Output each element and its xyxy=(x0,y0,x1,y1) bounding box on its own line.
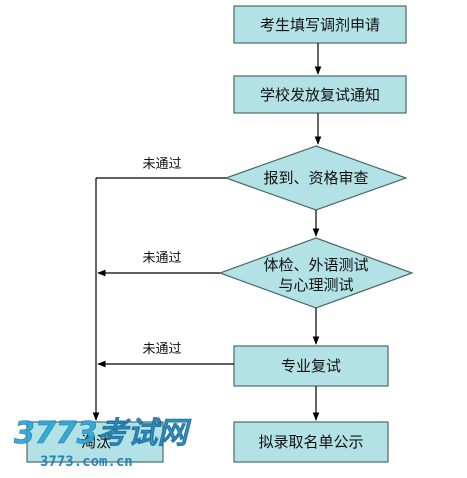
node-notice-label: 学校发放复试通知 xyxy=(260,86,380,104)
node-notice xyxy=(233,75,407,114)
node-exam-label-2: 与心理测试 xyxy=(278,276,353,294)
fail-label-3: 未通过 xyxy=(142,342,181,357)
node-apply-label: 考生填写调剂申请 xyxy=(260,16,380,34)
watermark-logo: 3773考试网 3773.com.cn xyxy=(14,416,192,470)
node-retest-label: 专业复试 xyxy=(281,357,341,375)
node-retest xyxy=(233,345,389,387)
node-fail xyxy=(26,421,164,463)
node-publish-label: 拟录取名单公示 xyxy=(258,433,363,451)
fail-label-1: 未通过 xyxy=(142,157,181,172)
fail-label-2: 未通过 xyxy=(142,251,181,266)
watermark-logo-text: 3773考试网 xyxy=(14,416,191,451)
node-publish xyxy=(233,421,389,463)
watermark-domain-text: 3773.com.cn xyxy=(40,454,133,470)
node-exam-label-1: 体检、外语测试 xyxy=(263,256,368,274)
node-apply xyxy=(233,5,407,44)
node-check-label: 报到、资格审查 xyxy=(263,169,368,187)
node-fail-label: 淘汰 xyxy=(81,433,111,451)
